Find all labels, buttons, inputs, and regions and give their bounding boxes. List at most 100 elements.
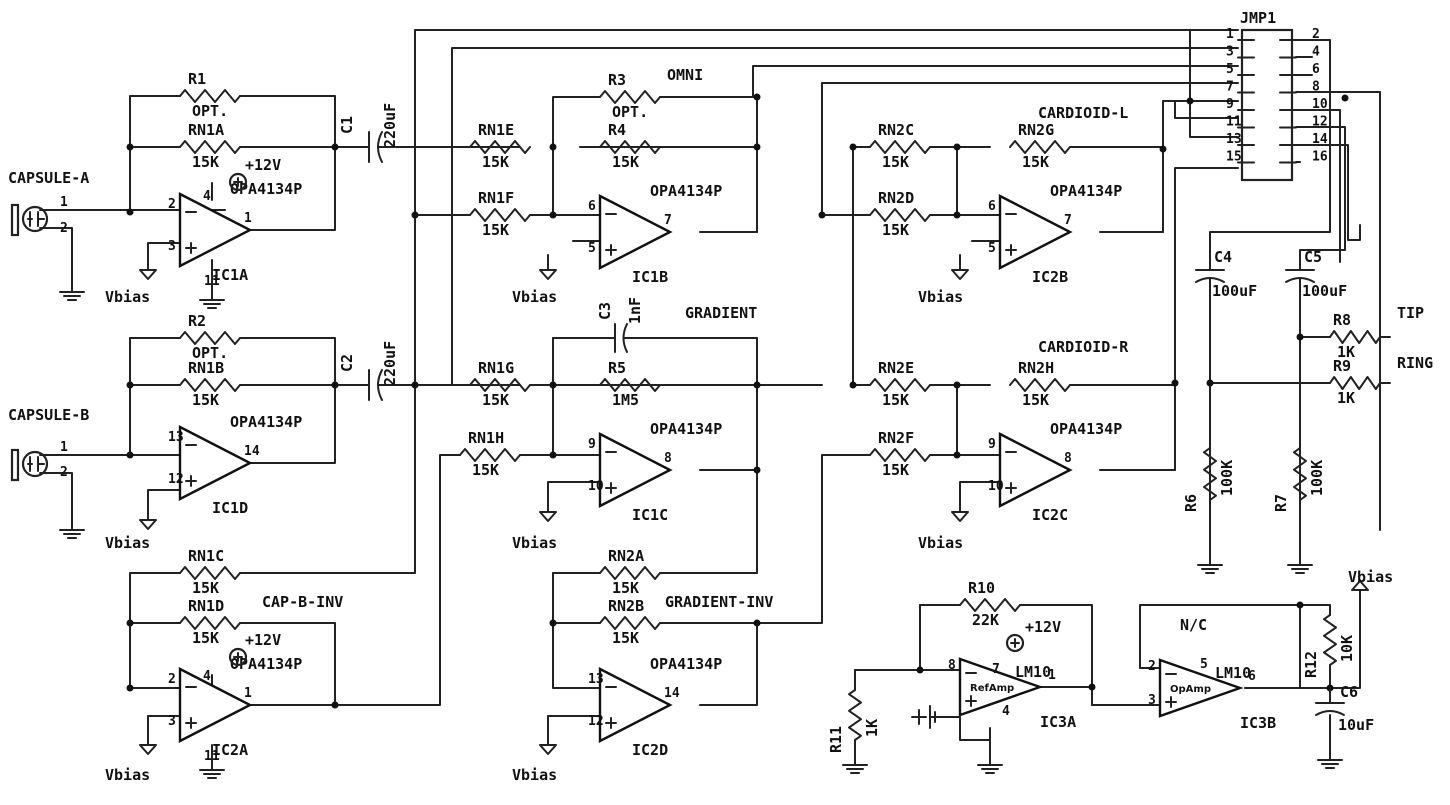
svg-text:OPT.: OPT.	[192, 344, 228, 362]
capacitor-c4: C4 100uF	[1195, 248, 1257, 300]
jmp1-pin-9: 9	[1226, 97, 1255, 112]
svg-text:IC3B: IC3B	[1240, 714, 1276, 732]
svg-text:7: 7	[992, 662, 1000, 677]
svg-text:Vbias: Vbias	[105, 288, 150, 306]
jmp1-pin-15: 15	[1226, 150, 1255, 165]
vbias-output: Vbias	[1348, 568, 1393, 601]
svg-text:8: 8	[1064, 451, 1072, 466]
svg-text:22K: 22K	[972, 611, 999, 629]
svg-text:LM10: LM10	[1015, 663, 1051, 681]
jmp1-pin-11: 11	[1226, 115, 1255, 130]
svg-text:IC2D: IC2D	[632, 741, 668, 759]
net-label-cardioid-l: CARDIOID-L	[1038, 104, 1128, 122]
net-label-ring: RING	[1397, 354, 1433, 372]
svg-text:Vbias: Vbias	[512, 288, 557, 306]
svg-text:1: 1	[1048, 668, 1056, 683]
junctions	[126, 93, 1349, 709]
svg-text:Vbias: Vbias	[105, 766, 150, 784]
svg-text:15K: 15K	[192, 579, 219, 597]
svg-text:15: 15	[1226, 150, 1242, 165]
svg-text:11: 11	[1226, 115, 1242, 130]
svg-text:11: 11	[204, 274, 220, 289]
svg-text:10: 10	[588, 479, 604, 494]
svg-text:IC2A: IC2A	[212, 741, 248, 759]
svg-text:16: 16	[1312, 150, 1328, 165]
vbias-ic1a: Vbias	[105, 261, 157, 306]
svg-text:OPA4134P: OPA4134P	[650, 182, 722, 200]
svg-text:6: 6	[588, 199, 596, 214]
supply-12v-ic3a: +12V	[1005, 618, 1061, 653]
svg-text:12: 12	[588, 714, 604, 729]
svg-text:IC1D: IC1D	[212, 499, 248, 517]
svg-text:R4: R4	[608, 121, 626, 139]
svg-text:8: 8	[948, 658, 956, 673]
svg-text:6: 6	[1312, 62, 1320, 77]
svg-text:RN1E: RN1E	[478, 121, 514, 139]
svg-text:10: 10	[988, 479, 1004, 494]
wires	[39, 29, 1391, 761]
svg-text:15K: 15K	[192, 629, 219, 647]
svg-text:C2: C2	[338, 354, 356, 372]
svg-text:IC1A: IC1A	[212, 266, 248, 284]
svg-text:15K: 15K	[882, 391, 909, 409]
svg-text:RefAmp: RefAmp	[970, 683, 1014, 694]
svg-text:1: 1	[244, 211, 252, 226]
svg-text:1K: 1K	[1337, 343, 1355, 361]
svg-text:1: 1	[60, 440, 68, 455]
svg-text:IC3A: IC3A	[1040, 713, 1076, 731]
svg-text:RN1B: RN1B	[188, 359, 224, 377]
svg-text:15K: 15K	[482, 221, 509, 239]
svg-text:OPA4134P: OPA4134P	[230, 413, 302, 431]
capsule-a-label: CAPSULE-A	[8, 169, 89, 187]
jmp1-pin-14: 14	[1279, 132, 1328, 147]
svg-text:R5: R5	[608, 359, 626, 377]
jmp1-pin-13: 13	[1226, 132, 1255, 147]
vbias-ic2d: Vbias	[512, 736, 557, 784]
capacitor-c3: C3 1nF	[596, 297, 644, 353]
svg-text:9: 9	[588, 437, 596, 452]
svg-text:15K: 15K	[612, 629, 639, 647]
svg-text:IC1B: IC1B	[632, 268, 668, 286]
svg-text:RN2F: RN2F	[878, 429, 914, 447]
jmp1-pin-10: 10	[1279, 97, 1328, 112]
svg-text:5: 5	[988, 241, 996, 256]
capacitor-c2: C2 220uF	[338, 341, 399, 401]
net-label-nc: N/C	[1180, 616, 1207, 634]
svg-text:RN1D: RN1D	[188, 597, 224, 615]
jmp1-pin-2: 2	[1279, 27, 1320, 42]
jmp1-pin-7: 7	[1226, 80, 1255, 95]
svg-text:OpAmp: OpAmp	[1170, 684, 1211, 695]
opamps: OPA4134PIC1A231OPA4134PIC1D131214OPA4134…	[168, 180, 1276, 759]
ground-r6	[1197, 554, 1223, 574]
svg-text:15K: 15K	[482, 391, 509, 409]
supply-symbols: VbiasVbiasVbiasVbiasVbiasVbiasVbiasVbias…	[59, 156, 1393, 784]
ground-capsule-a	[59, 281, 85, 301]
svg-text:+12V: +12V	[1025, 618, 1061, 636]
ground-r7	[1287, 554, 1313, 574]
svg-text:3: 3	[1148, 693, 1156, 708]
svg-text:C1: C1	[338, 116, 356, 134]
svg-text:14: 14	[1312, 132, 1328, 147]
svg-text:8: 8	[1312, 80, 1320, 95]
svg-text:100uF: 100uF	[1302, 282, 1347, 300]
svg-text:100K: 100K	[1218, 460, 1236, 496]
svg-text:10uF: 10uF	[1338, 716, 1374, 734]
svg-text:8: 8	[664, 451, 672, 466]
